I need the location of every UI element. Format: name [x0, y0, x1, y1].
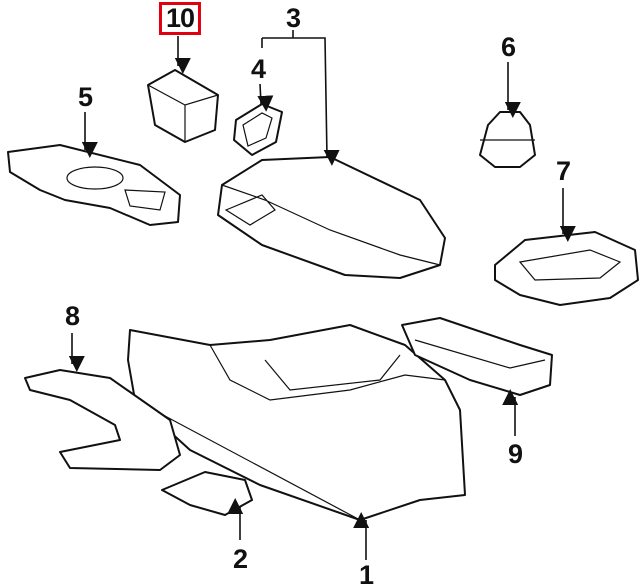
callout-2: 2	[232, 544, 248, 574]
callout-4: 4	[250, 54, 266, 84]
part-10-switch	[147, 69, 219, 143]
callout-9: 9	[507, 439, 523, 469]
part-8-trim-panel	[24, 369, 181, 471]
callout-3: 3	[285, 3, 301, 33]
part-2-clip	[161, 471, 253, 516]
part-7-shift-indicator-plate	[494, 231, 639, 306]
leader-lines	[68, 30, 576, 560]
callout-8: 8	[64, 301, 80, 331]
part-4-switch	[233, 103, 283, 156]
callout-7: 7	[555, 156, 571, 186]
part-5-trim-panel	[7, 144, 181, 226]
callout-5: 5	[77, 82, 93, 112]
part-3-armrest-lid	[217, 156, 446, 279]
part-9-bracket	[401, 317, 553, 396]
part-6-boot	[479, 111, 536, 168]
callout-1: 1	[358, 560, 374, 588]
callout-10: 10	[158, 2, 202, 35]
callout-6: 6	[500, 32, 516, 62]
